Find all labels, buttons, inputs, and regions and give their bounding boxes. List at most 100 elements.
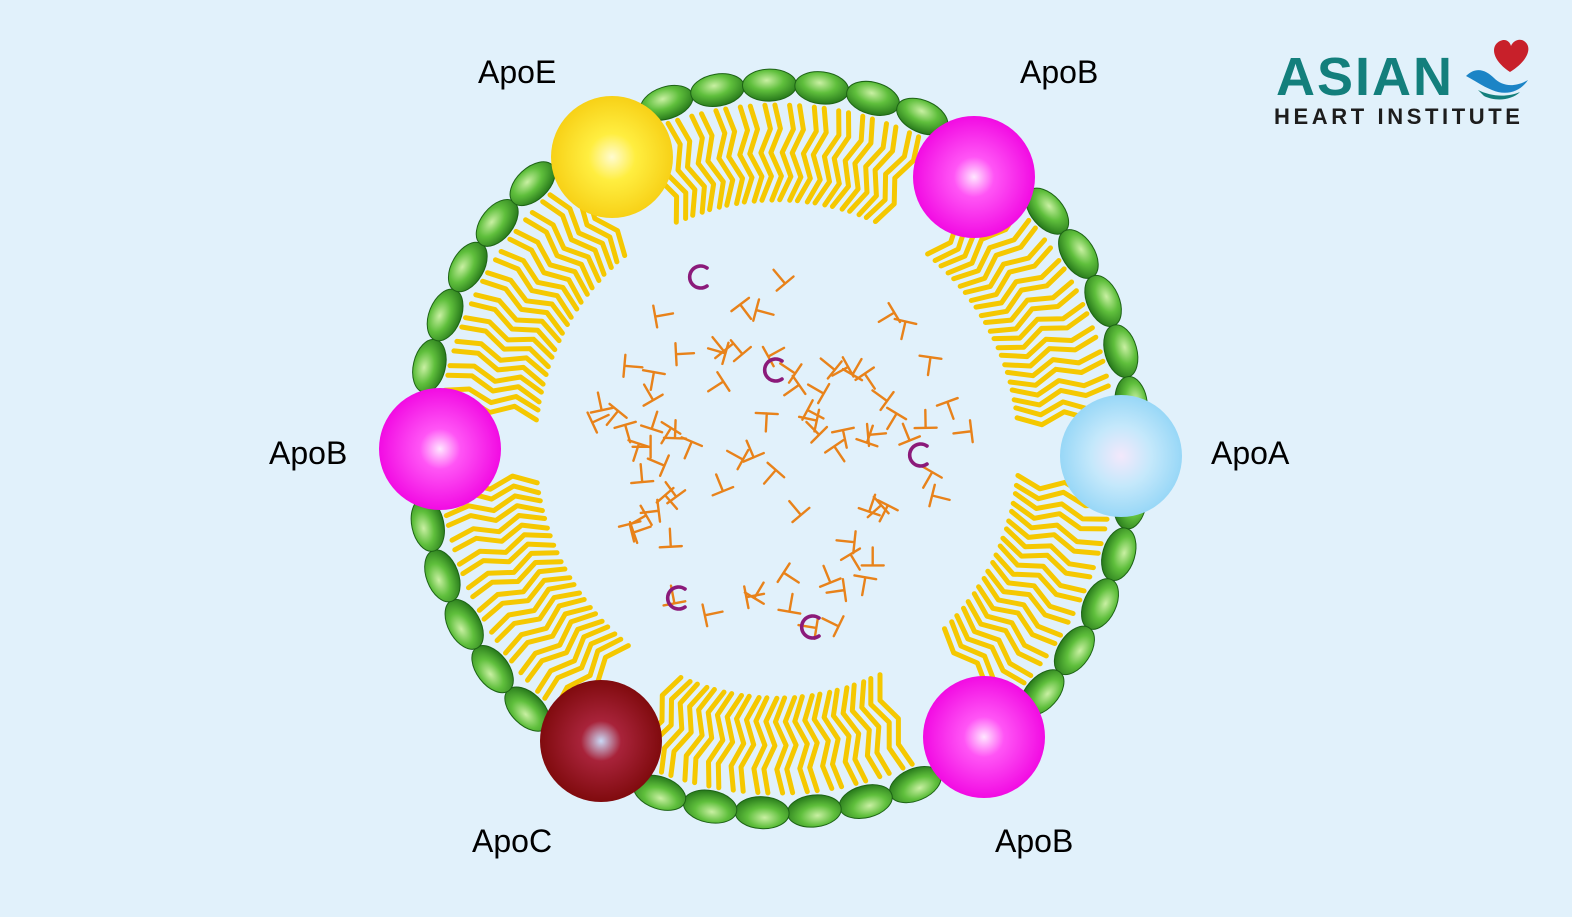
triglyceride-mark <box>627 439 651 462</box>
lipid-tail <box>777 102 796 203</box>
lipid-tail <box>447 363 544 395</box>
lipid-tail <box>962 237 1048 295</box>
triglyceride-mark <box>729 339 753 363</box>
cholesterol-mark <box>799 614 821 640</box>
apoe-label: ApoE <box>478 54 557 90</box>
lipid-tail <box>987 288 1079 334</box>
lipid-tail <box>747 103 765 204</box>
triglyceride-mark <box>857 493 881 517</box>
triglyceride-mark <box>801 399 825 421</box>
lipid-tail <box>859 679 892 776</box>
triglyceride-mark <box>855 424 879 448</box>
phospholipid-head <box>424 549 461 603</box>
phospholipid-head <box>426 288 464 342</box>
triglyceride-mark <box>797 408 821 433</box>
lipid-tail <box>792 694 810 795</box>
apoa-protein <box>1060 395 1182 517</box>
lipid-tail <box>682 687 717 783</box>
triglyceride-mark <box>639 498 662 523</box>
lipid-core <box>586 264 974 640</box>
lipid-tail <box>782 695 799 796</box>
lipid-tail <box>445 503 545 528</box>
lipid-tail <box>489 582 577 635</box>
lipid-tail <box>961 605 1034 678</box>
triglyceride-mark <box>839 547 862 571</box>
triglyceride-mark <box>725 448 750 471</box>
triglyceride-mark <box>866 495 890 519</box>
lipid-tail <box>494 590 582 643</box>
lipid-tail <box>1009 508 1104 547</box>
lipid-tail <box>689 113 717 213</box>
lipid-tail <box>503 597 587 656</box>
lipid-tail <box>498 249 580 312</box>
lipid-tail <box>485 270 570 327</box>
lipid-tail <box>758 102 774 203</box>
lipid-tail <box>451 348 546 387</box>
apoe-protein <box>551 96 673 218</box>
triglyceride-mark <box>818 564 842 588</box>
triglyceride-mark <box>743 581 765 605</box>
lipid-tail <box>983 279 1075 325</box>
apolipoproteins <box>379 96 1182 802</box>
lipid-tail <box>1009 373 1109 398</box>
lipid-tail <box>738 695 762 794</box>
triglyceride-mark <box>652 304 675 329</box>
lipid-tail <box>507 236 584 305</box>
lipid-tail <box>993 552 1083 603</box>
lipid-tail <box>872 134 922 224</box>
phospholipid-heads <box>410 68 1148 830</box>
lipid-tail <box>1004 349 1103 379</box>
triglyceride-mark <box>854 366 876 390</box>
lipid-tail <box>665 120 698 218</box>
lipid-tail <box>715 693 744 791</box>
lipid-tail <box>863 130 912 220</box>
lipid-tail <box>466 550 560 591</box>
lipid-tail <box>1010 500 1108 532</box>
triglyceride-mark <box>918 354 943 377</box>
lipid-tail <box>445 372 542 405</box>
triglyceride-mark <box>772 268 795 292</box>
lipid-tail <box>971 591 1049 659</box>
triglyceride-mark <box>586 411 610 434</box>
lipid-tail <box>540 199 607 277</box>
logo-subtitle: HEART INSTITUTE <box>1274 104 1524 129</box>
phospholipid-head <box>838 784 893 819</box>
triglyceride-mark <box>860 546 885 567</box>
triglyceride-mark <box>680 436 704 460</box>
lipid-tail <box>449 513 548 543</box>
asian-heart-institute-logo: ASIAN HEART INSTITUTE <box>1272 36 1552 136</box>
lipid-tail <box>542 631 618 701</box>
lipid-tail <box>547 192 614 270</box>
apob-label-left: ApoB <box>269 435 348 471</box>
lipid-tail <box>535 624 611 694</box>
triglyceride-mark <box>605 402 628 427</box>
lipid-tail <box>692 689 727 786</box>
lipid-tail <box>768 102 784 203</box>
lipid-tail <box>991 302 1086 342</box>
triglyceride-mark <box>893 317 918 341</box>
lipid-tail <box>443 493 543 519</box>
phospholipid-head <box>786 794 842 828</box>
lipid-tail <box>480 278 565 336</box>
apob-protein-bottom <box>923 676 1045 798</box>
phospholipid-head <box>846 80 900 116</box>
lipid-tail <box>493 257 574 320</box>
triglyceride-mark <box>788 499 811 524</box>
triglyceride-mark <box>928 483 951 508</box>
lipid-tail <box>811 691 835 791</box>
lipid-tail <box>829 113 866 209</box>
lipid-tail <box>706 691 735 789</box>
triglyceride-mark <box>805 420 829 444</box>
triglyceride-mark <box>783 374 807 397</box>
triglyceride-mark <box>646 454 670 477</box>
lipid-tail <box>856 124 899 218</box>
apoc-protein <box>540 680 662 802</box>
lipid-tail <box>518 611 598 676</box>
apob-protein-top <box>913 116 1035 238</box>
apob-protein-left <box>379 388 501 510</box>
lipid-tail <box>699 111 726 210</box>
lipid-tail <box>995 311 1090 351</box>
lipid-tail <box>839 116 875 212</box>
